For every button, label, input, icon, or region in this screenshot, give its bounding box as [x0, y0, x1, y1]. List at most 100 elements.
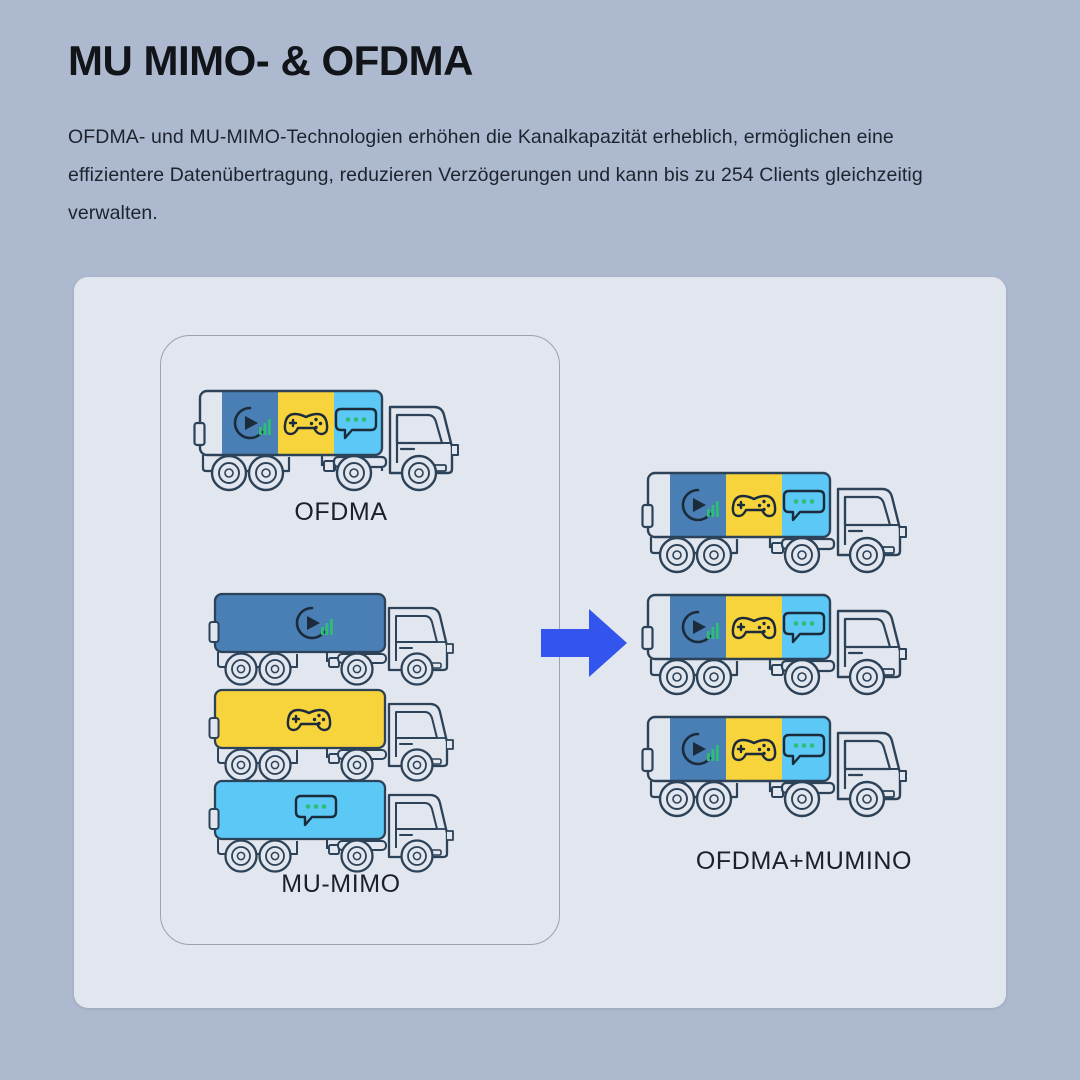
play-signal-icon [233, 406, 271, 440]
chat-bubble-icon [782, 733, 826, 766]
wheel [783, 780, 821, 818]
signal-bars [259, 419, 271, 435]
play-signal-icon [681, 610, 719, 644]
mu-mimo-truck-game-svg [208, 688, 454, 782]
chat-segment [782, 717, 830, 781]
mu-mimo-truck-chat-svg [208, 779, 454, 873]
chat-bubble-icon [782, 611, 826, 644]
trailer-nose-box [641, 625, 654, 651]
wheel [848, 658, 886, 696]
chat-segment [782, 595, 830, 659]
wheel-group [224, 748, 434, 782]
combined-truck-3-svg [641, 715, 907, 818]
chat-segment [782, 473, 830, 537]
arrow-shape [541, 609, 627, 677]
cab-window [395, 413, 444, 445]
trailer-nose-box [208, 808, 220, 830]
cab-window [395, 802, 438, 830]
wheel-group [224, 839, 434, 873]
wheel [247, 454, 285, 492]
ofdma-truck-svg [193, 389, 459, 492]
signal-bars [321, 619, 333, 635]
wheel [400, 748, 434, 782]
side-mirror [900, 648, 907, 660]
combined-truck-2 [641, 589, 936, 696]
gamepad-icon [731, 616, 777, 640]
cab-window [843, 495, 892, 527]
chat-bubble-icon [782, 489, 826, 522]
play-signal-icon [681, 488, 719, 522]
wheel [210, 454, 248, 492]
trailer-underframe [649, 537, 739, 555]
wheel [695, 536, 733, 574]
trailer-underframe [649, 659, 739, 677]
cab-window [395, 615, 438, 643]
signal-bars [707, 501, 719, 517]
gamepad-icon [731, 738, 777, 762]
trailer-nose-box [641, 503, 654, 529]
signal-bars [707, 623, 719, 639]
play-signal-icon [681, 732, 719, 766]
trailer-underframe [649, 781, 739, 799]
game-segment [726, 473, 782, 537]
wheel [224, 748, 258, 782]
wheel [258, 748, 292, 782]
flow-arrow [541, 607, 627, 679]
wheel [224, 839, 258, 873]
page-title: MU MIMO- & OFDMA [68, 37, 473, 84]
wheel-group [210, 454, 438, 492]
trailer-nose-box [208, 621, 220, 643]
wheel [258, 652, 292, 686]
wheel [400, 839, 434, 873]
gamepad-icon [731, 494, 777, 518]
flow-arrow-svg [541, 609, 627, 677]
mu-mimo-truck-video-svg [208, 592, 454, 686]
wheel [340, 748, 374, 782]
trailer-underframe [217, 839, 298, 855]
wheel [400, 454, 438, 492]
wheel [695, 780, 733, 818]
chat-bubble-icon [294, 794, 338, 827]
ofdma-group-label: OFDMA [294, 498, 388, 526]
wheel-group [658, 536, 886, 574]
gamepad-icon [283, 412, 329, 436]
combined-truck-3 [641, 711, 936, 818]
wheel-group [658, 658, 886, 696]
ofdma-truck [193, 385, 488, 492]
game-segment [726, 595, 782, 659]
combined-truck-2-svg [641, 593, 907, 696]
trailer-body [213, 592, 387, 654]
ofdma-mumino-group-label: OFDMA+MUMINO [695, 847, 913, 875]
combined-truck-1 [641, 467, 936, 574]
page-description: OFDMA- und MU-MIMO-Technologien erhöhen … [68, 126, 923, 225]
wheel [658, 536, 696, 574]
trailer-nose-box [193, 421, 206, 447]
play-signal-icon [295, 606, 333, 640]
trailer-underframe [217, 652, 298, 668]
side-mirror [447, 643, 454, 654]
wheel [224, 652, 258, 686]
side-mirror [452, 444, 459, 456]
game-segment [278, 391, 334, 455]
wheel [658, 780, 696, 818]
wheel [335, 454, 373, 492]
cab-window [843, 617, 892, 649]
cab-window [395, 711, 438, 739]
mu-mimo-truck-chat [208, 777, 477, 873]
signal-bars [707, 745, 719, 761]
mu-mimo-truck-video [208, 590, 477, 686]
combined-truck-1-svg [641, 471, 907, 574]
trailer-underframe [217, 748, 298, 764]
wheel [848, 536, 886, 574]
wheel [695, 658, 733, 696]
wheel [658, 658, 696, 696]
side-mirror [447, 739, 454, 750]
gamepad-icon [286, 708, 332, 732]
trailer-nose-box [641, 747, 654, 773]
chat-segment [334, 391, 382, 455]
game-segment [726, 717, 782, 781]
chat-bubble-icon [334, 407, 378, 440]
wheel [783, 536, 821, 574]
wheel [340, 652, 374, 686]
cab-window [843, 739, 892, 771]
